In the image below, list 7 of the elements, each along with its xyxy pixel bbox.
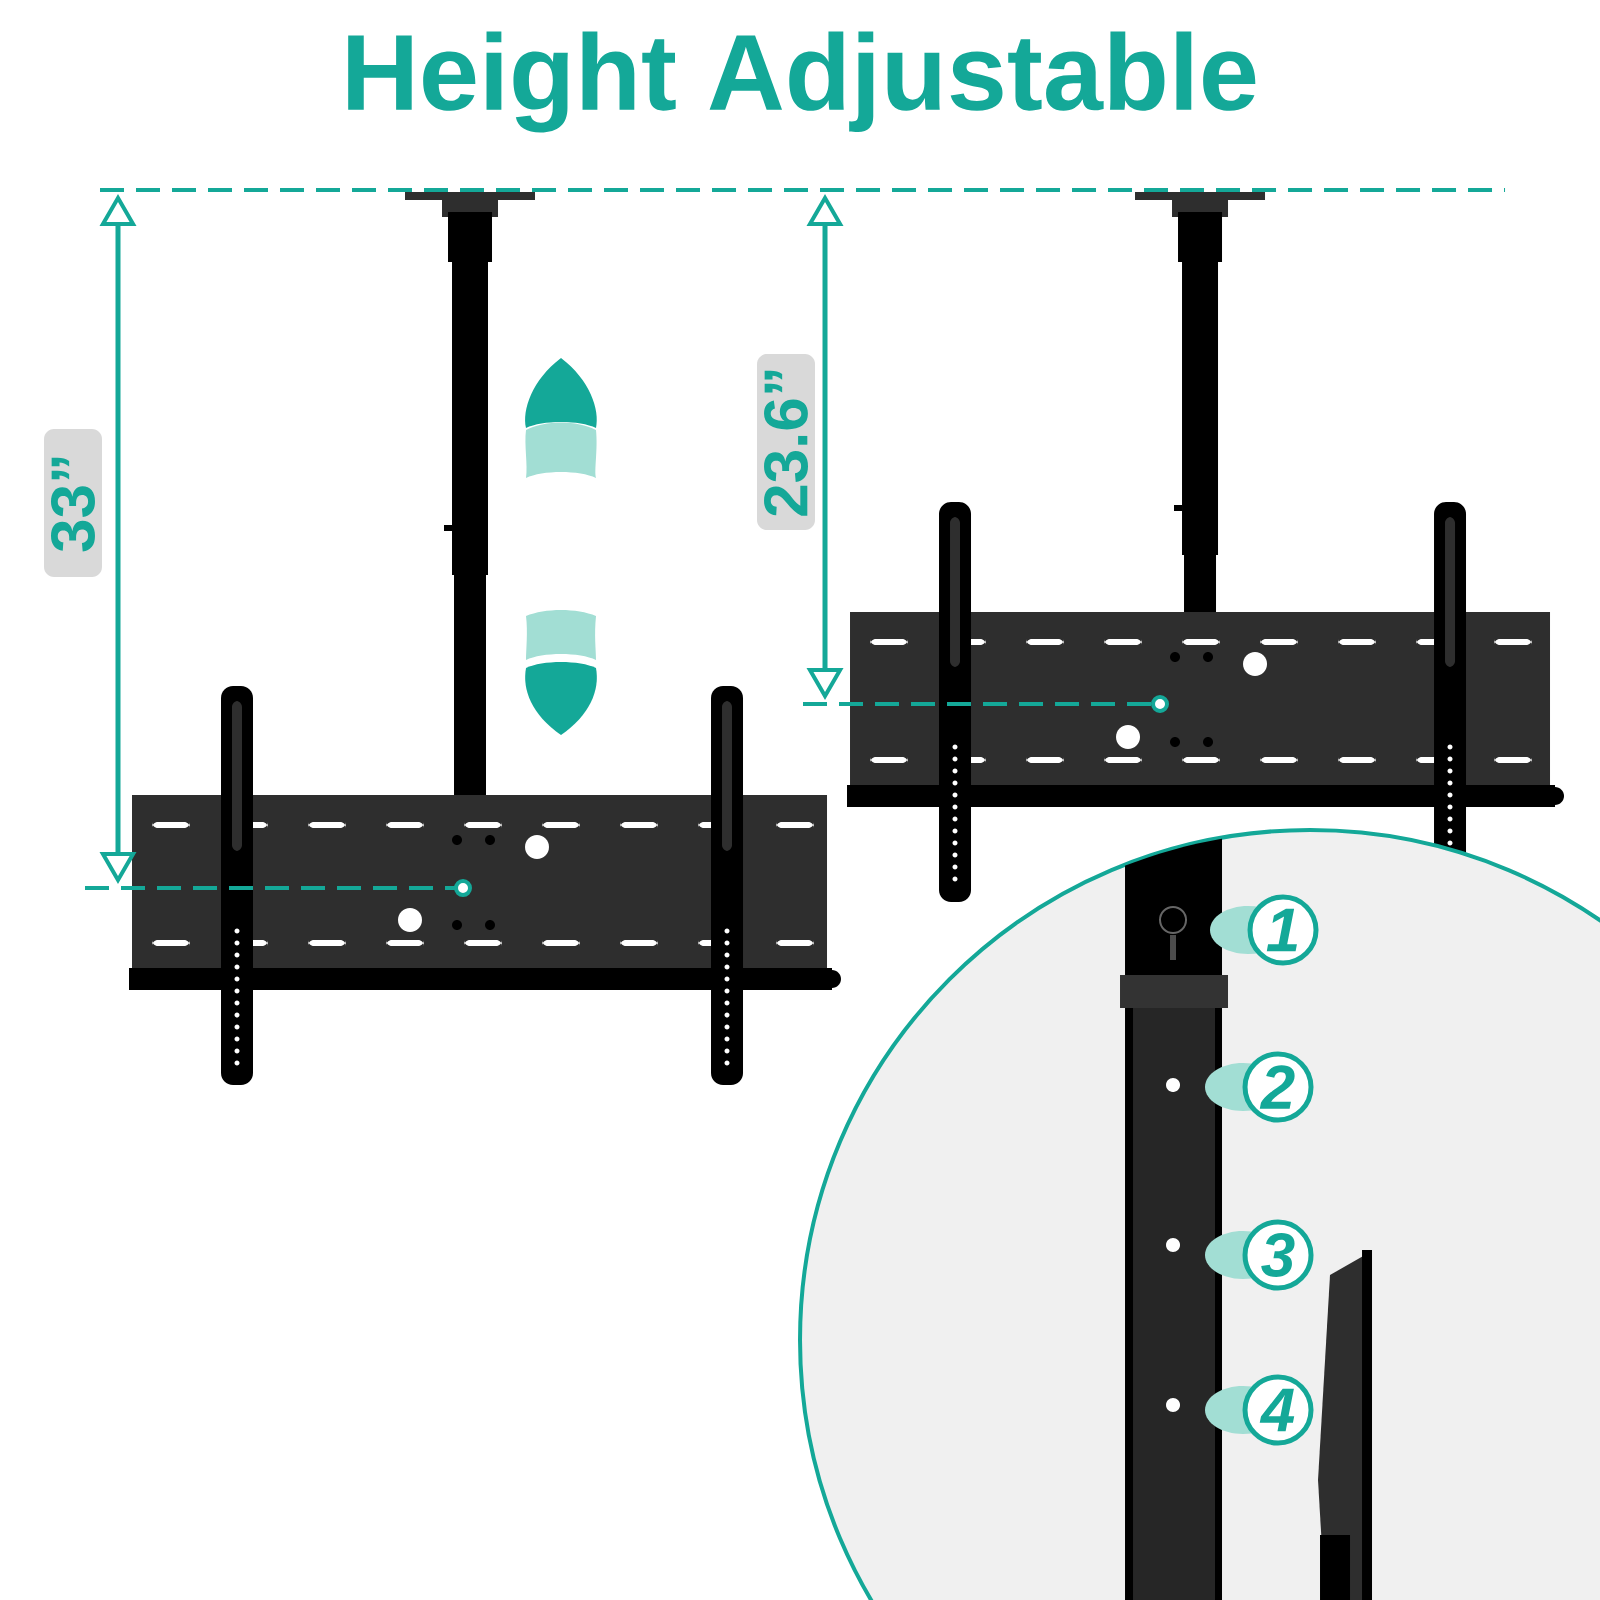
callout-number: 1: [1210, 894, 1319, 966]
callout-number: 3: [1205, 1219, 1314, 1291]
dimension-label: 23.6”: [757, 354, 815, 530]
callout-number: 4: [1205, 1374, 1314, 1446]
callout-number: 2: [1205, 1051, 1314, 1123]
dimension-label: 33”: [44, 429, 102, 577]
title: Height Adjustable: [348, 31, 1256, 133]
